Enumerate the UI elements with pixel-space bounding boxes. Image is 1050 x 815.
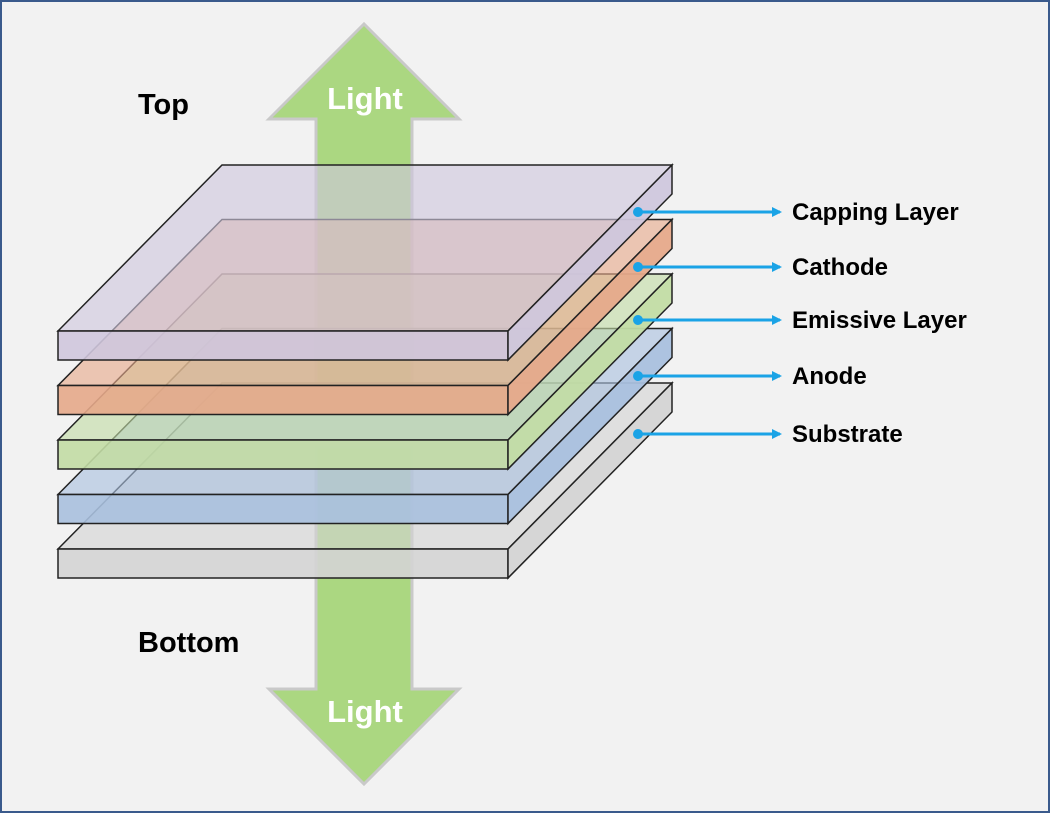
layer-label: Capping Layer [792, 199, 959, 226]
layer-side-face [507, 163, 673, 362]
layer-side-face [507, 326, 673, 526]
pointer-capping-layer: Capping Layer [633, 199, 959, 226]
pointer-anode: Anode [633, 363, 867, 390]
pointer-emissive-layer: Emissive Layer [633, 307, 967, 334]
layer-side-face [507, 272, 673, 471]
layer-capping-layer [56, 163, 674, 362]
layer-label: Substrate [792, 421, 903, 448]
layer-side-face [507, 381, 673, 580]
layer-stack [56, 163, 674, 580]
top-label: Top [138, 89, 189, 121]
pointer-cathode: Cathode [633, 254, 888, 281]
bottom-label: Bottom [138, 627, 239, 659]
layer-front-face [57, 493, 509, 525]
layer-side-face [507, 217, 673, 417]
layer-label: Emissive Layer [792, 307, 967, 334]
light-bottom-label: Light [327, 694, 403, 729]
layer-front-face [57, 548, 509, 579]
layer-front-face [57, 439, 509, 470]
light-top-label: Light [327, 81, 403, 116]
layer-front-face [57, 330, 509, 361]
layer-label: Anode [792, 363, 867, 390]
pointer-substrate: Substrate [633, 421, 903, 448]
layer-front-face [57, 384, 509, 416]
layer-label: Cathode [792, 254, 888, 281]
